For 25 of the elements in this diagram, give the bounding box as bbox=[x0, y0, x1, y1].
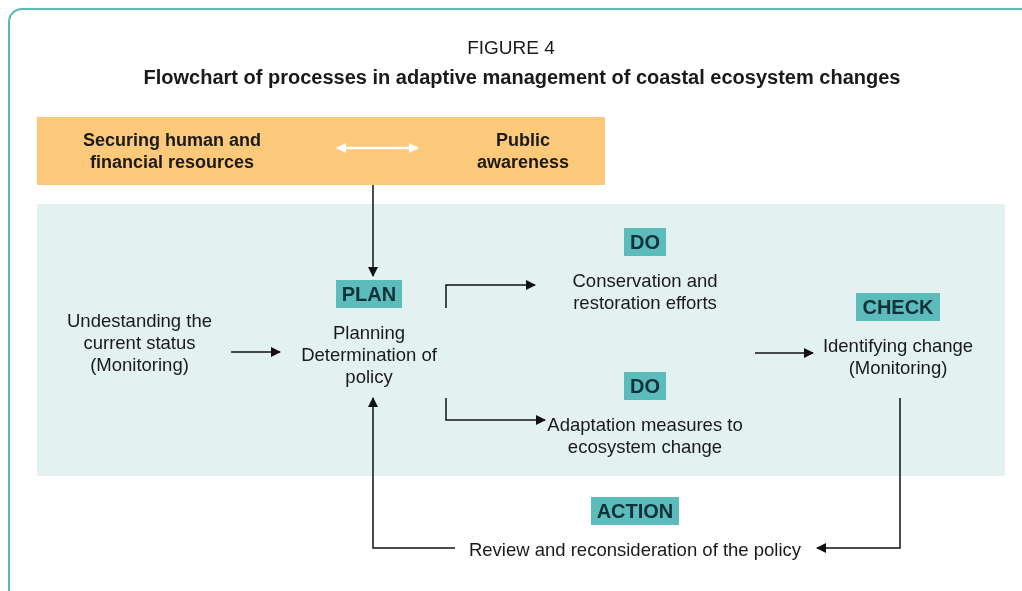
step-text: Adaptation measures to ecosystem change bbox=[546, 414, 744, 458]
stage-label: DO bbox=[624, 228, 666, 256]
figure-title: Flowchart of processes in adaptive management of coastal ecosystem changes bbox=[142, 66, 902, 89]
step-text: Review and reconsideration of the policy bbox=[468, 539, 802, 561]
stage-label: PLAN bbox=[335, 280, 403, 308]
arrow bbox=[368, 184, 378, 277]
step-text: Identifying change (Monitoring) bbox=[821, 335, 975, 379]
arrow bbox=[230, 347, 281, 357]
arrow bbox=[368, 397, 456, 549]
step-text: Securing human and financial resources bbox=[82, 129, 262, 173]
step-text: Conservation and restoration efforts bbox=[571, 270, 719, 314]
banner-band bbox=[37, 117, 605, 185]
arrow bbox=[445, 397, 546, 425]
stage-label: CHECK bbox=[856, 293, 940, 321]
panel-background bbox=[37, 204, 1005, 476]
stage-label: DO bbox=[624, 372, 666, 400]
arrow bbox=[445, 280, 536, 309]
arrow bbox=[816, 397, 901, 553]
step-text: Planning Determination of policy bbox=[300, 322, 438, 388]
stage-label: ACTION bbox=[590, 497, 680, 525]
figure-number: FIGURE 4 bbox=[466, 37, 556, 59]
step-text: Undestanding the current status (Monitoring) bbox=[66, 310, 213, 376]
step-text: Public awareness bbox=[475, 129, 571, 173]
arrow bbox=[754, 348, 814, 358]
arrow bbox=[336, 143, 419, 153]
